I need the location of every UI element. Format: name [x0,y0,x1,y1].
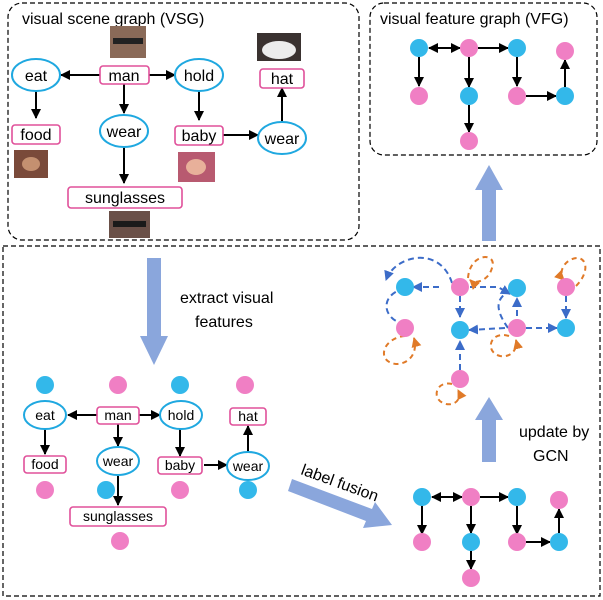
fused-hold-node [159,400,203,430]
gcn-self-loop [489,333,524,358]
vsg-wear2-label: wear [264,131,300,148]
fused-graph-node [550,533,568,551]
vsg-food-label: food [20,127,51,144]
feature-dot [36,376,54,394]
vsg-baby-node [174,125,224,146]
feature-dot [97,481,115,499]
vsg-man-node [99,65,150,85]
feature-dot [171,481,189,499]
sunglasses-photo [109,211,150,238]
fused-baby-node [157,456,203,475]
vsg-title: visual scene graph (VSG) [22,11,204,28]
gcn-message-edge [470,285,511,295]
feature-dot [111,532,129,550]
vfg-title: visual feature graph (VFG) [380,11,569,28]
vfg-node [410,39,428,57]
vfg-node [508,87,526,105]
vfg-node [410,87,428,105]
vfg-node [556,87,574,105]
fused-graph-node [413,533,431,551]
vsg-hold-node [174,58,224,92]
food-photo [14,150,48,178]
man-photo [110,26,146,58]
feature-dot [171,376,189,394]
fused-wear-node [96,446,140,476]
process-frame [2,245,601,597]
vsg-sunglasses-label: sunglasses [85,190,165,207]
gcn-node [451,370,469,388]
vsg-hat-node [259,68,305,89]
feature-dot [109,376,127,394]
gcn-node [508,319,526,337]
vsg-hat-label: hat [271,71,294,88]
fused-graph-node [508,533,526,551]
vfg-node [508,39,526,57]
baby-photo [178,152,215,182]
gcn-message-edge [497,293,509,329]
extract-label-line2: features [195,314,253,331]
fused-sunglasses-label: sunglasses [83,508,153,524]
vsg-eat-label: eat [25,68,48,85]
fused-graph-node [462,488,480,506]
gcn-message-edge [468,324,506,335]
feature-dot [36,481,54,499]
vsg-man-label: man [108,68,139,85]
hat-photo [257,33,301,61]
gcn-node [396,278,414,296]
gcn-message-edge [384,256,453,284]
feature-dot [236,376,254,394]
fused-eat-label: eat [35,407,55,423]
gcn-node [451,278,469,296]
fused-hat-label: hat [238,408,258,424]
gcn-node [557,278,575,296]
fused-graph-node [413,488,431,506]
gcn-node [396,319,414,337]
vfg-node [556,42,574,60]
vsg-wear-label: wear [106,124,142,141]
fused-graph-node [462,533,480,551]
vsg-wear2-node [257,121,307,155]
gcn-node [451,321,469,339]
gcn-self-loop [467,256,494,290]
fused-sunglasses-node [69,506,167,527]
fused-man-node [96,406,140,425]
feature-dot [239,481,257,499]
fused-food-label: food [31,456,58,472]
fused-baby-label: baby [165,457,195,473]
vfg-frame [369,2,598,156]
extract-arrow [140,258,168,365]
fused-wear-label: wear [102,453,134,469]
fused-graph-node [508,488,526,506]
fused-hold-label: hold [168,407,194,423]
extract-label-line1: extract visual [180,290,273,307]
vfg-node [460,87,478,105]
vsg-wear-node [99,114,149,148]
fused-graph-node [462,569,480,587]
output-arrow [475,165,503,241]
gcn-node [557,319,575,337]
vsg-baby-label: baby [182,128,217,145]
gcn-label-line1: update by [519,424,589,441]
vsg-food-node [11,124,61,145]
fused-hat-node [229,407,267,426]
vfg-node [460,39,478,57]
gcn-self-loop [382,335,422,366]
fused-eat-node [23,400,67,430]
fused-man-label: man [104,407,131,423]
fused-wear2-label: wear [232,458,264,474]
gcn-arrow [475,397,503,462]
gcn-label-line2: GCN [533,448,569,465]
fused-wear2-node [226,451,270,481]
label-fusion-arrow [288,479,392,528]
vsg-frame [7,2,360,241]
gcn-node [508,279,526,297]
fused-food-node [23,455,67,474]
fused-graph-node [550,491,568,509]
vfg-node [460,132,478,150]
vsg-sunglasses-node [67,186,183,209]
vsg-eat-node [11,58,61,92]
gcn-self-loop [435,382,467,406]
vsg-hold-label: hold [184,68,214,85]
